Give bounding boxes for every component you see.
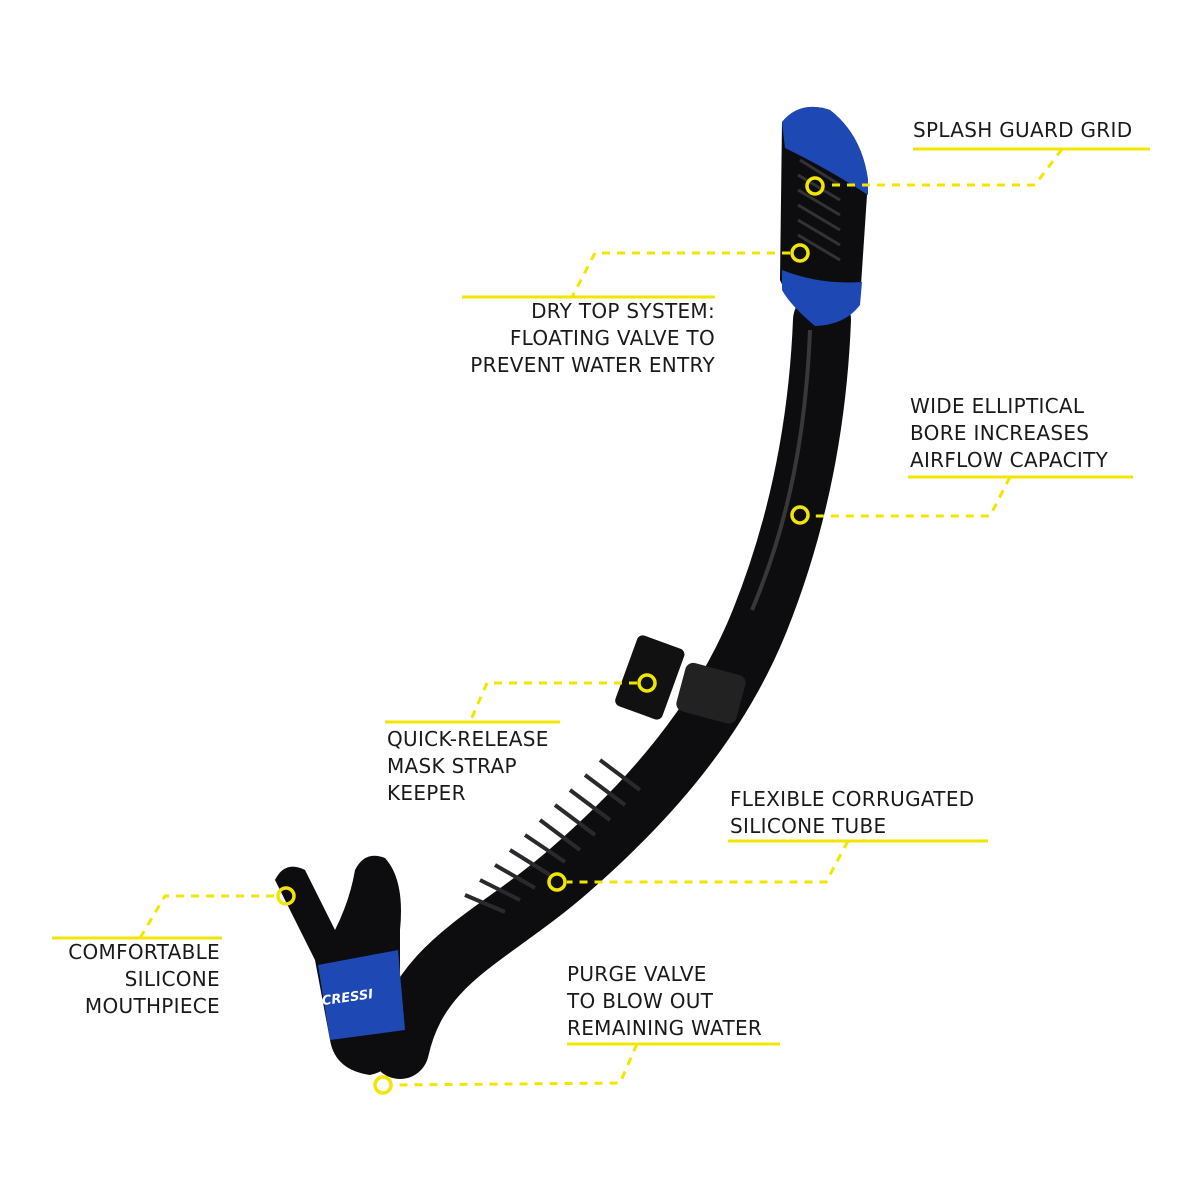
callout-bore: WIDE ELLIPTICAL BORE INCREASES AIRFLOW C… — [910, 393, 1108, 474]
marker-purge — [373, 1075, 393, 1095]
marker-bore — [790, 505, 810, 525]
brand-band — [318, 950, 405, 1040]
splash-guard-grid — [797, 158, 841, 262]
callout-mouthpiece: COMFORTABLE SILICONE MOUTHPIECE — [68, 939, 220, 1020]
corrugated-section — [464, 758, 642, 914]
marker-dry-top — [790, 243, 810, 263]
callout-text: SILICONE — [124, 967, 220, 991]
marker-keeper — [637, 673, 657, 693]
callout-text: WIDE ELLIPTICAL — [910, 394, 1085, 418]
callout-text: MASK STRAP — [387, 754, 517, 778]
strap-keeper — [615, 635, 685, 720]
callout-tube: FLEXIBLE CORRUGATED SILICONE TUBE — [730, 786, 974, 840]
callout-text: FLEXIBLE CORRUGATED — [730, 787, 975, 811]
marker-mouthpiece — [276, 886, 296, 906]
callout-keeper: QUICK-RELEASE MASK STRAP KEEPER — [387, 726, 549, 807]
callout-text: PREVENT WATER ENTRY — [470, 353, 715, 377]
callout-purge: PURGE VALVE TO BLOW OUT REMAINING WATER — [567, 961, 762, 1042]
leader-lines — [52, 147, 1150, 1095]
callout-text: MOUTHPIECE — [84, 994, 220, 1018]
callout-text: SILICONE TUBE — [730, 814, 887, 838]
callout-text: QUICK-RELEASE — [387, 727, 549, 751]
callout-text: KEEPER — [387, 781, 466, 805]
callout-text: DRY TOP SYSTEM: — [531, 299, 715, 323]
callout-text: BORE INCREASES — [910, 421, 1090, 445]
callout-text: COMFORTABLE — [68, 940, 220, 964]
callout-text: AIRFLOW CAPACITY — [910, 448, 1109, 472]
brand-logo: CRESSI — [321, 987, 374, 1009]
marker-tube — [547, 872, 567, 892]
marker-splash — [805, 176, 825, 196]
snorkel: CRESSI — [275, 106, 868, 1079]
callout-text: FLOATING VALVE TO — [509, 326, 715, 350]
callout-dry-top: DRY TOP SYSTEM: FLOATING VALVE TO PREVEN… — [470, 298, 715, 379]
callout-text: SPLASH GUARD GRID — [913, 118, 1133, 142]
callout-text: REMAINING WATER — [567, 1016, 763, 1040]
callout-markers — [276, 176, 825, 1095]
callout-splash-guard: SPLASH GUARD GRID — [913, 117, 1132, 144]
callout-text: PURGE VALVE — [567, 962, 707, 986]
callout-text: TO BLOW OUT — [567, 989, 714, 1013]
